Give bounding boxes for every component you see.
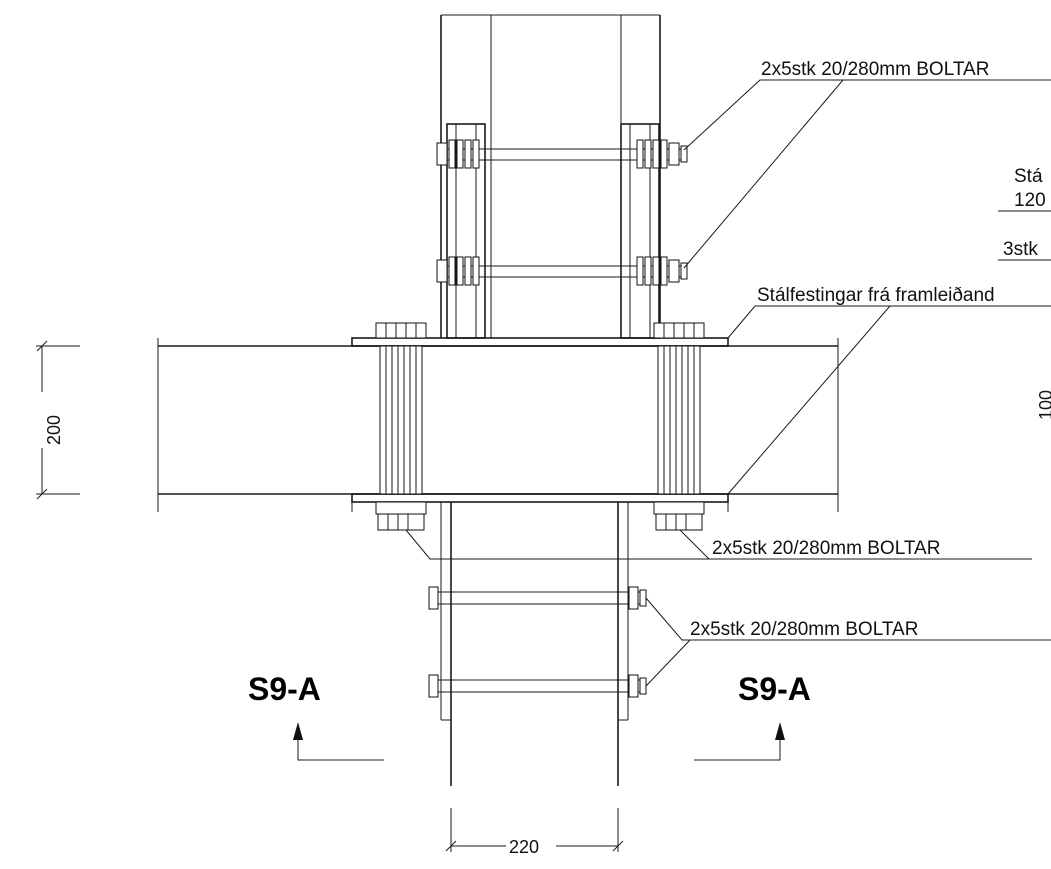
bolts-label-bottom: 2x5stk 20/280mm BOLTAR	[690, 619, 918, 640]
beam-bolts-right	[653, 322, 705, 531]
section-mark-right: S9-A	[738, 671, 811, 707]
upper-bolts	[436, 139, 688, 286]
lower-bolts	[428, 586, 647, 698]
steel-fittings-label: Stálfestingar frá framleiðand	[757, 285, 995, 306]
section-mark-left: S9-A	[248, 671, 321, 707]
beam	[157, 337, 839, 512]
column-width-label: 220	[509, 837, 539, 857]
partial-label-1: Stá	[1014, 166, 1043, 187]
column-width-dimension	[445, 808, 624, 852]
lower-column	[440, 502, 629, 786]
partial-dimension: 100	[1036, 390, 1051, 420]
beam-depth-label: 200	[44, 415, 64, 445]
beam-depth-dimension	[36, 340, 80, 500]
section-arrow-left	[293, 722, 384, 761]
section-arrow-right	[694, 722, 785, 761]
beam-bolts-left	[375, 322, 427, 531]
partial-label-2: 120	[1014, 190, 1046, 211]
partial-label-3: 3stk	[1003, 239, 1038, 260]
upper-column	[440, 14, 661, 338]
bolts-label-middle: 2x5stk 20/280mm BOLTAR	[712, 538, 940, 559]
bolts-label-top: 2x5stk 20/280mm BOLTAR	[761, 59, 989, 80]
leader-lines	[405, 79, 1051, 687]
